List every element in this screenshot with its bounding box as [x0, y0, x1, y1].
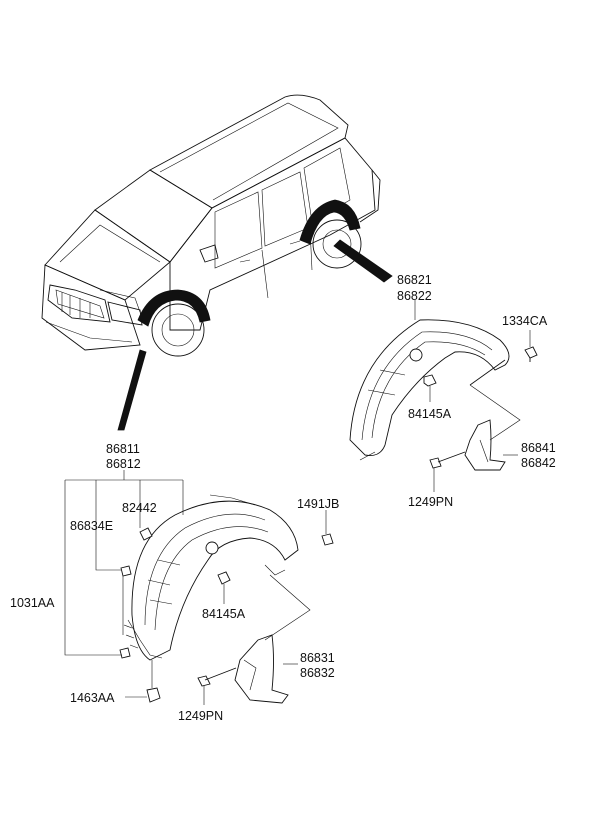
label-front-clip: 82442 [122, 501, 157, 515]
label-front-tapping: 1031AA [10, 596, 55, 610]
label-rear-guard-l: 86821 [397, 273, 432, 287]
label-rear-flap-l: 86841 [521, 441, 556, 455]
label-front-guard-l: 86811 [106, 442, 140, 456]
label-front-nut: 84145A [202, 607, 246, 621]
fasteners [119, 346, 538, 703]
label-rear-bolt: 1249PN [408, 495, 453, 509]
part-labels: 86821 86822 1334CA 84145A 86841 86842 12… [10, 273, 556, 723]
leader-lines [64, 300, 531, 705]
label-front-guard-r: 86812 [106, 457, 141, 471]
label-front-flap-r: 86832 [300, 666, 335, 680]
label-rear-guard-r: 86822 [397, 289, 432, 303]
front-mud-flap [234, 634, 289, 704]
label-front-bracket: 86834E [70, 519, 113, 533]
front-pointer-arrow [117, 349, 147, 431]
label-front-bolt: 1249PN [178, 709, 223, 723]
rear-mud-flap [464, 419, 506, 471]
front-wheel-guard [123, 494, 299, 661]
label-front-grommet: 1463AA [70, 691, 115, 705]
rear-wheel-guard [349, 319, 510, 461]
label-front-screw-top: 1491JB [297, 497, 339, 511]
rear-pointer-arrow [333, 239, 393, 283]
label-rear-flap-r: 86842 [521, 456, 556, 470]
vehicle-illustration [41, 94, 381, 357]
label-front-flap-l: 86831 [300, 651, 335, 665]
label-rear-nut: 84145A [408, 407, 452, 421]
label-rear-screw: 1334CA [502, 314, 548, 328]
